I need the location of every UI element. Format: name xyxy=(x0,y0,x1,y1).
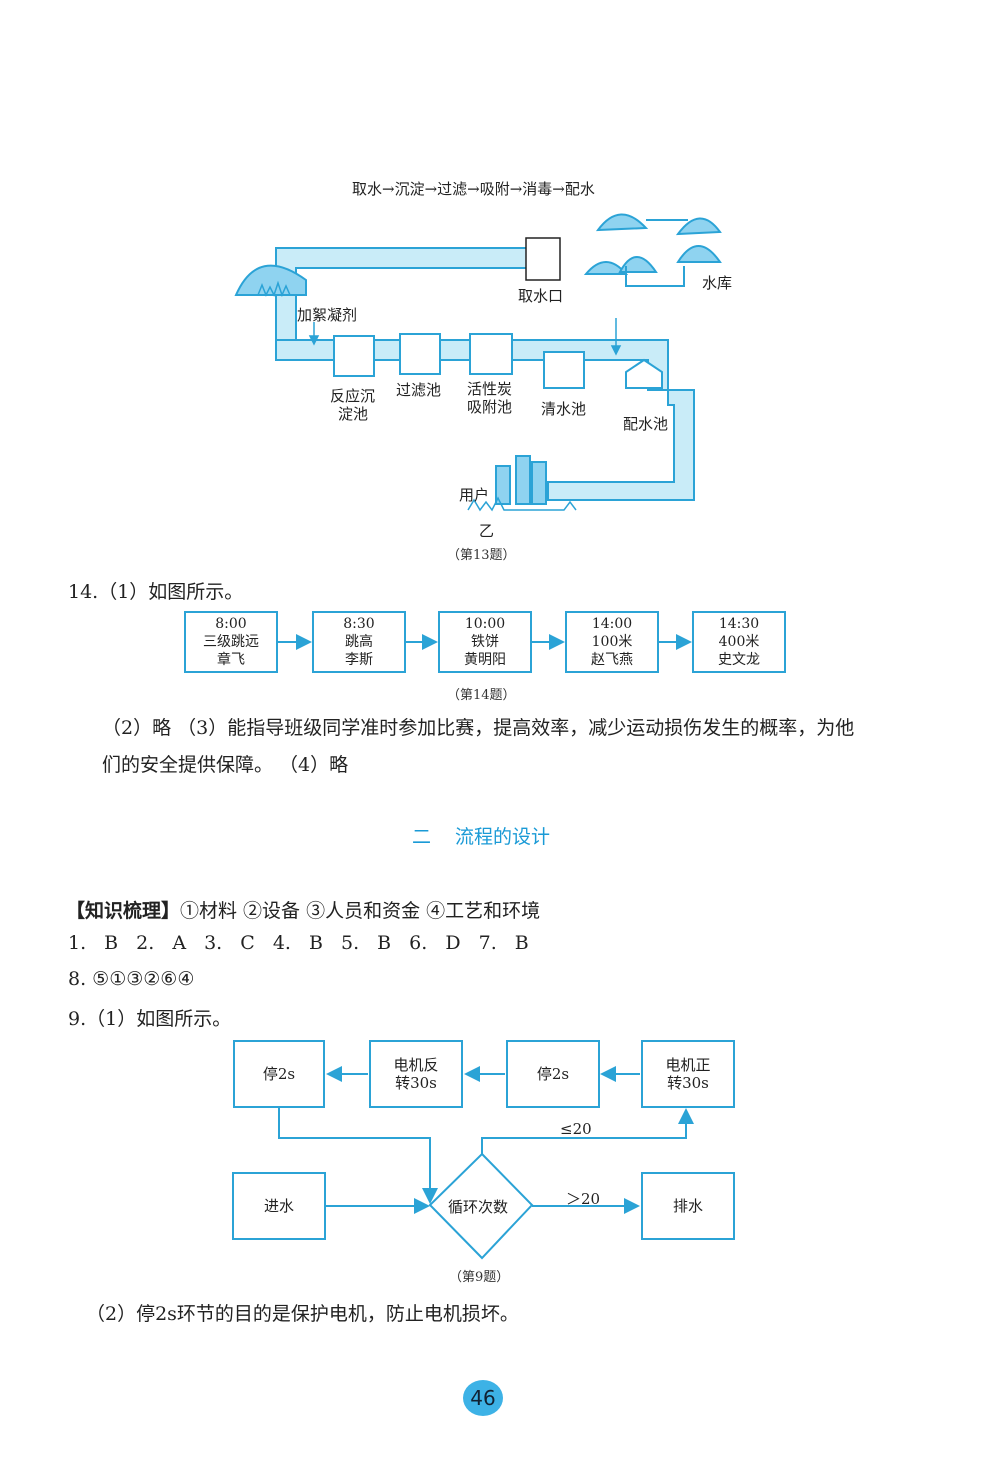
q9-answer: （2）停2s环节的目的是保护电机，防止电机损坏。 xyxy=(86,1303,519,1325)
box-event: 跳高 xyxy=(345,634,373,650)
node-label: 排水 xyxy=(672,1197,703,1215)
q14-intro: 14.（1）如图所示。 xyxy=(68,581,244,603)
label-reaction-2: 淀池 xyxy=(338,405,369,423)
arrow-icon xyxy=(278,1108,438,1204)
label-user: 用户 xyxy=(459,486,490,504)
node-label: 进水 xyxy=(263,1197,294,1215)
section-title: 流程的设计 xyxy=(455,826,551,848)
fig13-caption: （第13题） xyxy=(447,548,516,563)
water-plant-diagram xyxy=(234,213,722,512)
q14-answer-2: 们的安全提供保障。 （4）略 xyxy=(102,754,349,776)
loop-decision-diamond xyxy=(428,1152,534,1260)
node-label: 电机正 xyxy=(665,1056,711,1074)
fig9-connectors xyxy=(278,1066,694,1260)
user-buildings-icon xyxy=(495,455,547,505)
label-distribution: 配水池 xyxy=(623,415,669,433)
reservoir-mounds-icon xyxy=(583,213,722,275)
node-label: 停2s xyxy=(536,1065,570,1083)
label-intake: 取水口 xyxy=(518,287,564,305)
arrow-icon xyxy=(481,1108,694,1154)
node-label: 电机反 xyxy=(393,1056,439,1074)
label-clear: 清水池 xyxy=(541,400,587,418)
section-number: 二 xyxy=(412,826,432,848)
q14-box-4: 14:00 100米 赵飞燕 xyxy=(565,611,659,673)
box-name: 赵飞燕 xyxy=(591,652,633,668)
filter-basin xyxy=(399,333,441,375)
box-time: 8:00 xyxy=(215,616,247,632)
box-event: 400米 xyxy=(718,634,760,650)
fig9-loop-label: 循环次数 xyxy=(448,1198,509,1216)
label-reaction-1: 反应沉 xyxy=(330,387,376,405)
node-label: 停2s xyxy=(262,1065,296,1083)
fig9-motor-reverse: 电机反 转30s xyxy=(369,1040,463,1108)
label-reservoir: 水库 xyxy=(702,274,733,292)
label-carbon-2: 吸附池 xyxy=(467,398,513,416)
fig9-gt20: ＞20 xyxy=(566,1190,601,1208)
q14-box-2: 8:30 跳高 李斯 xyxy=(312,611,406,673)
fig13-flow-title: 取水→沉淀→过滤→吸附→消毒→配水 xyxy=(352,180,595,198)
fig9-caption: （第9题） xyxy=(449,1270,510,1285)
clear-basin xyxy=(543,351,585,389)
q14-box-1: 8:00 三级跳远 章飞 xyxy=(184,611,278,673)
node-label: 转30s xyxy=(395,1074,437,1092)
box-event: 100米 xyxy=(591,634,633,650)
q14-answer-1: （2）略 （3）能指导班级同学准时参加比赛，提高效率，减少运动损伤发生的概率，为… xyxy=(102,717,855,739)
intake-box xyxy=(525,237,561,281)
box-time: 14:00 xyxy=(591,616,633,632)
box-name: 李斯 xyxy=(345,652,373,668)
knowledge-label: 【知识梳理】 xyxy=(66,900,181,922)
source-mound-icon xyxy=(234,264,307,296)
q14-box-3: 10:00 铁饼 黄明阳 xyxy=(438,611,532,673)
distribution-house-icon xyxy=(625,358,663,389)
box-name: 黄明阳 xyxy=(464,652,506,668)
fig9-le20: ≤20 xyxy=(560,1120,592,1138)
box-name: 章飞 xyxy=(217,652,245,668)
fig14-caption: （第14题） xyxy=(447,688,516,703)
fig9-stop-a: 停2s xyxy=(233,1040,325,1108)
box-time: 14:30 xyxy=(718,616,760,632)
q14-box-5: 14:30 400米 史文龙 xyxy=(692,611,786,673)
box-event: 铁饼 xyxy=(471,634,499,650)
carbon-basin xyxy=(469,333,513,375)
label-filter: 过滤池 xyxy=(396,381,442,399)
reaction-basin xyxy=(333,335,375,377)
q14-arrows xyxy=(278,634,692,650)
answers-line-1: 1. B 2. A 3. C 4. B 5. B 6. D 7. B xyxy=(68,932,529,954)
box-name: 史文龙 xyxy=(718,652,760,668)
answers-line-2: 8. ⑤①③②⑥④ xyxy=(68,968,195,990)
label-coagulant: 加絮凝剂 xyxy=(297,306,358,324)
fig9-inlet: 进水 xyxy=(232,1172,326,1240)
fig9-motor-forward: 电机正 转30s xyxy=(641,1040,735,1108)
fig9-drain: 排水 xyxy=(641,1172,735,1240)
label-carbon-1: 活性炭 xyxy=(467,380,513,398)
fig9-stop-b: 停2s xyxy=(506,1040,600,1108)
page-number: 46 xyxy=(463,1380,503,1416)
box-time: 8:30 xyxy=(343,616,375,632)
label-yi: 乙 xyxy=(479,522,495,540)
node-label: 转30s xyxy=(667,1074,709,1092)
knowledge-text: ①材料 ②设备 ③人员和资金 ④工艺和环境 xyxy=(180,900,541,922)
box-time: 10:00 xyxy=(464,616,506,632)
knowledge-line: 【知识梳理】①材料 ②设备 ③人员和资金 ④工艺和环境 xyxy=(66,896,540,923)
answers-line-3: 9.（1）如图所示。 xyxy=(68,1008,232,1030)
box-event: 三级跳远 xyxy=(203,634,259,650)
